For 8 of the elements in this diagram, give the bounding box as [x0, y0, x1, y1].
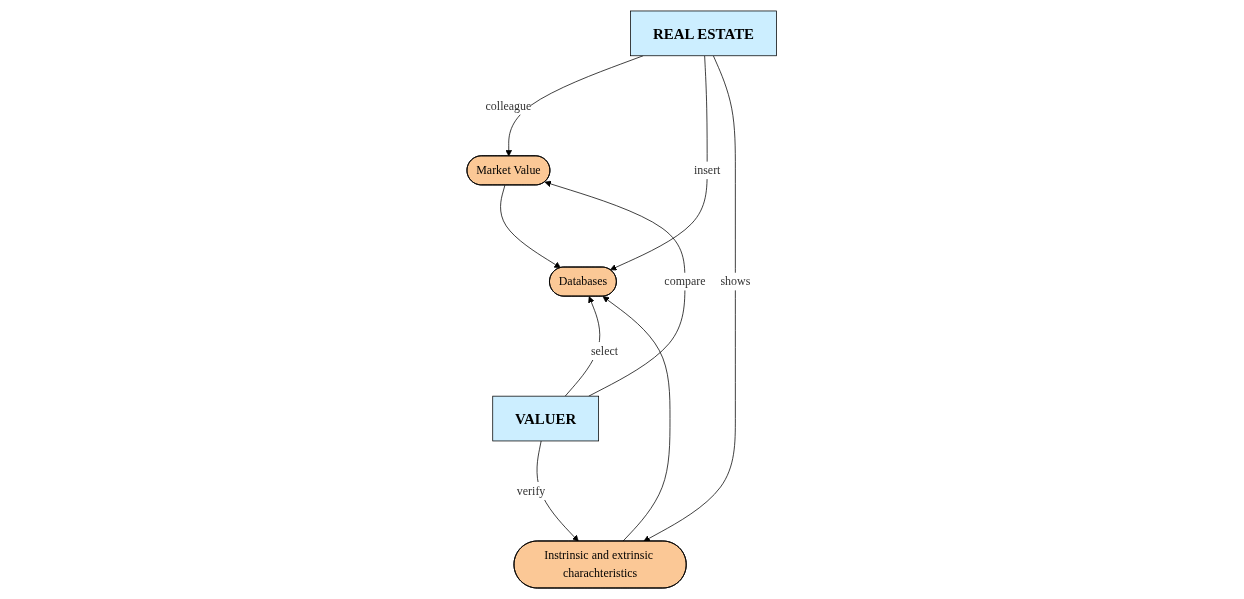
- edge-label: shows: [720, 274, 751, 288]
- node-box: VALUER: [492, 395, 600, 442]
- edge-label: colleague: [485, 99, 532, 112]
- edge-label: compare: [664, 274, 706, 288]
- node-box: REAL ESTATE: [630, 10, 778, 57]
- edge-label: select: [591, 344, 619, 357]
- edge-label: insert: [694, 163, 721, 177]
- edge-label: verify: [517, 484, 546, 497]
